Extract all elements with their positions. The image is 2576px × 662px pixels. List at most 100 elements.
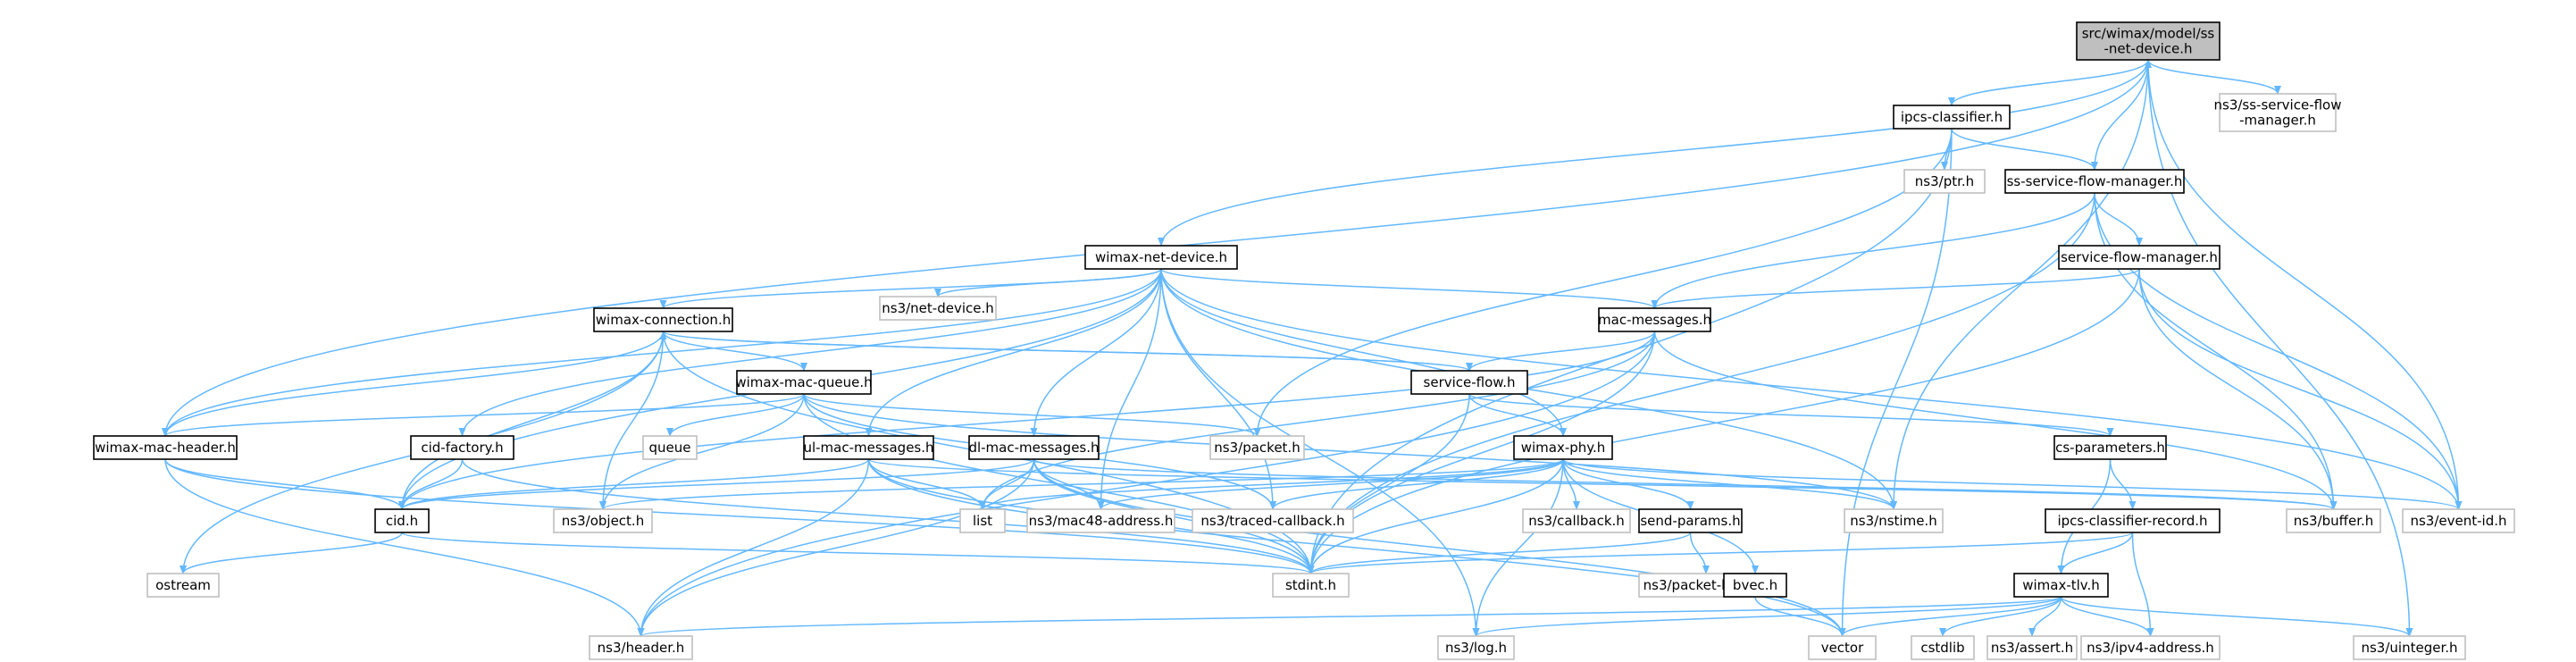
edge-service_flow_mgr-to-mac_messages [1651,268,2140,309]
node-label: ipcs-classifier-record.h [2057,513,2207,529]
node-list: list [959,508,1006,533]
node-label: wimax-phy.h [1521,440,1606,456]
node-dl-mac-messages[interactable]: dl-mac-messages.h [968,435,1100,460]
node-box [1272,573,1350,598]
node-box [1410,370,1528,395]
edge-mac_messages-to-list [979,331,1656,510]
node-service-flow-mgr[interactable]: service-flow-manager.h [2058,245,2221,270]
node-mac-messages[interactable]: mac-messages.h [1598,307,1711,332]
node-label: list [973,513,992,529]
node-label: ns3/uinteger.h [2361,640,2457,656]
node-ns3-log: ns3/log.h [1437,635,1515,660]
edge-wimax_mac_queue-to-queue [666,393,805,437]
node-label: ns3/log.h [1445,640,1507,656]
edges-layer [162,59,2463,637]
node-box [1723,573,1787,598]
node-box [1522,508,1631,533]
edge-wimax_phy-to-ns3_log [1472,458,1564,637]
edge-ul_mac_messages-to-list [867,458,986,510]
edge-wimax_tlv-to-ns3_assert [2028,596,2062,637]
node-label: bvec.h [1733,577,1777,593]
node-box [1209,435,1305,460]
node-stdint: stdint.h [1272,573,1350,598]
edge-service_flow-to-cs_parameters [1468,393,2114,437]
edge-service_flow_mgr-to-stdint [1307,268,2140,574]
edge-wimax_mac_queue-to-ns3_packet [803,393,1261,437]
node-ns3-object: ns3/object.h [553,508,653,533]
edge-ss_service_flow-to-stdint [1307,192,2095,574]
node-ipcs-classifier[interactable]: ipcs-classifier.h [1893,105,2011,130]
node-label: wimax-mac-queue.h [735,374,872,390]
node-bvec[interactable]: bvec.h [1723,573,1787,598]
node-box [2045,508,2221,533]
node-box [1638,508,1743,533]
node-box [1808,635,1877,660]
node-label: cid.h [386,513,418,529]
node-wimax-connection[interactable]: wimax-connection.h [593,307,733,332]
node-cstdlib: cstdlib [1911,635,1975,660]
node-label: wimax-tlv.h [2022,577,2100,593]
node-label: ns3/buffer.h [2294,513,2374,529]
node-box [1903,169,1986,194]
node-box [146,573,220,598]
node-box [1598,307,1711,332]
node-label: wimax-mac-header.h [95,440,236,456]
node-box [959,508,1006,533]
node-label: ns3/ss-service-flow [2214,97,2342,113]
edge-dl_mac_messages-to-ns3_buffer [1033,458,2338,510]
edge-ss_net_device-to-wimax_net_device [1158,59,2149,247]
node-send-params[interactable]: send-params.h [1638,508,1743,533]
node-wimax-net-device[interactable]: wimax-net-device.h [1084,245,1238,270]
edge-wimax_mac_queue-to-ns3_object [599,393,805,510]
nodes-layer: src/wimax/model/ss-net-device.h ns3/ss-se… [93,21,2515,660]
edge-wimax_phy-to-send_params [1562,458,1694,510]
node-ns3-ipv4: ns3/ipv4-address.h [2080,635,2221,660]
node-box [2353,635,2466,660]
edge-ss_net_device-to-ss_service_flow_ext [2147,59,2281,95]
edge-ss_service_flow-to-ns3_buffer [2094,192,2338,510]
node-wimax-phy[interactable]: wimax-phy.h [1513,435,1613,460]
edge-wimax_connection-to-wimax_mac_header [162,331,665,437]
node-ns3-buffer: ns3/buffer.h [2286,508,2381,533]
edge-wimax_phy-to-ns3_object [599,458,1564,510]
node-box [2076,21,2221,61]
node-label: mac-messages.h [1598,312,1711,328]
node-label: ul-mac-messages.h [803,440,933,456]
node-cs-parameters[interactable]: cs-parameters.h [2053,435,2167,460]
edge-ss_service_flow-to-service_flow_mgr [2094,192,2143,247]
node-wimax-tlv[interactable]: wimax-tlv.h [2013,573,2109,598]
edge-wimax_connection-to-wimax_mac_queue [662,331,807,372]
node-label: cid-factory.h [421,440,503,456]
edge-ul_mac_messages-to-cid [398,458,870,510]
node-service-flow[interactable]: service-flow.h [1410,370,1528,395]
edge-wimax_connection-to-cid [398,331,665,510]
node-cid[interactable]: cid.h [374,508,430,533]
node-label: ns3/mac48-address.h [1029,513,1174,529]
node-ss-net-device[interactable]: src/wimax/model/ss-net-device.h [2076,21,2221,61]
edge-ipcs_classifier_rec-to-stdint [1307,532,2134,574]
node-label: ns3/traced-callback.h [1200,513,1344,529]
node-label: ns3/net-device.h [882,300,994,316]
node-cid-factory[interactable]: cid-factory.h [410,435,514,460]
edge-ss_net_device-to-ns3_nstime [1890,59,2149,510]
node-ss-service-flow[interactable]: ss-service-flow-manager.h [2004,169,2185,194]
edge-wimax_net_device-to-cid_factory [458,268,1162,437]
node-ns3-net-device: ns3/net-device.h [879,296,997,321]
node-wimax-mac-queue[interactable]: wimax-mac-queue.h [735,370,873,395]
edge-wimax_net_device-to-ns3_event_id [1160,268,2463,510]
node-label: wimax-net-device.h [1095,249,1227,265]
node-box [1986,635,2078,660]
node-ipcs-classifier-rec[interactable]: ipcs-classifier-record.h [2045,508,2221,533]
node-ul-mac-messages[interactable]: ul-mac-messages.h [803,435,934,460]
node-box [2053,435,2167,460]
node-wimax-mac-header[interactable]: wimax-mac-header.h [93,435,238,460]
node-queue: queue [642,435,698,460]
edge-ipcs_classifier_rec-to-ns3_ipv4 [2131,532,2154,637]
node-vector: vector [1808,635,1877,660]
edge-wimax_net_device-to-wimax_connection [659,268,1162,309]
edge-wimax_phy-to-ns3_traced_cb [1269,458,1564,510]
node-box [553,508,653,533]
edge-mac_messages-to-ns3_header [637,331,1656,637]
node-ns3-nstime: ns3/nstime.h [1844,508,1944,533]
